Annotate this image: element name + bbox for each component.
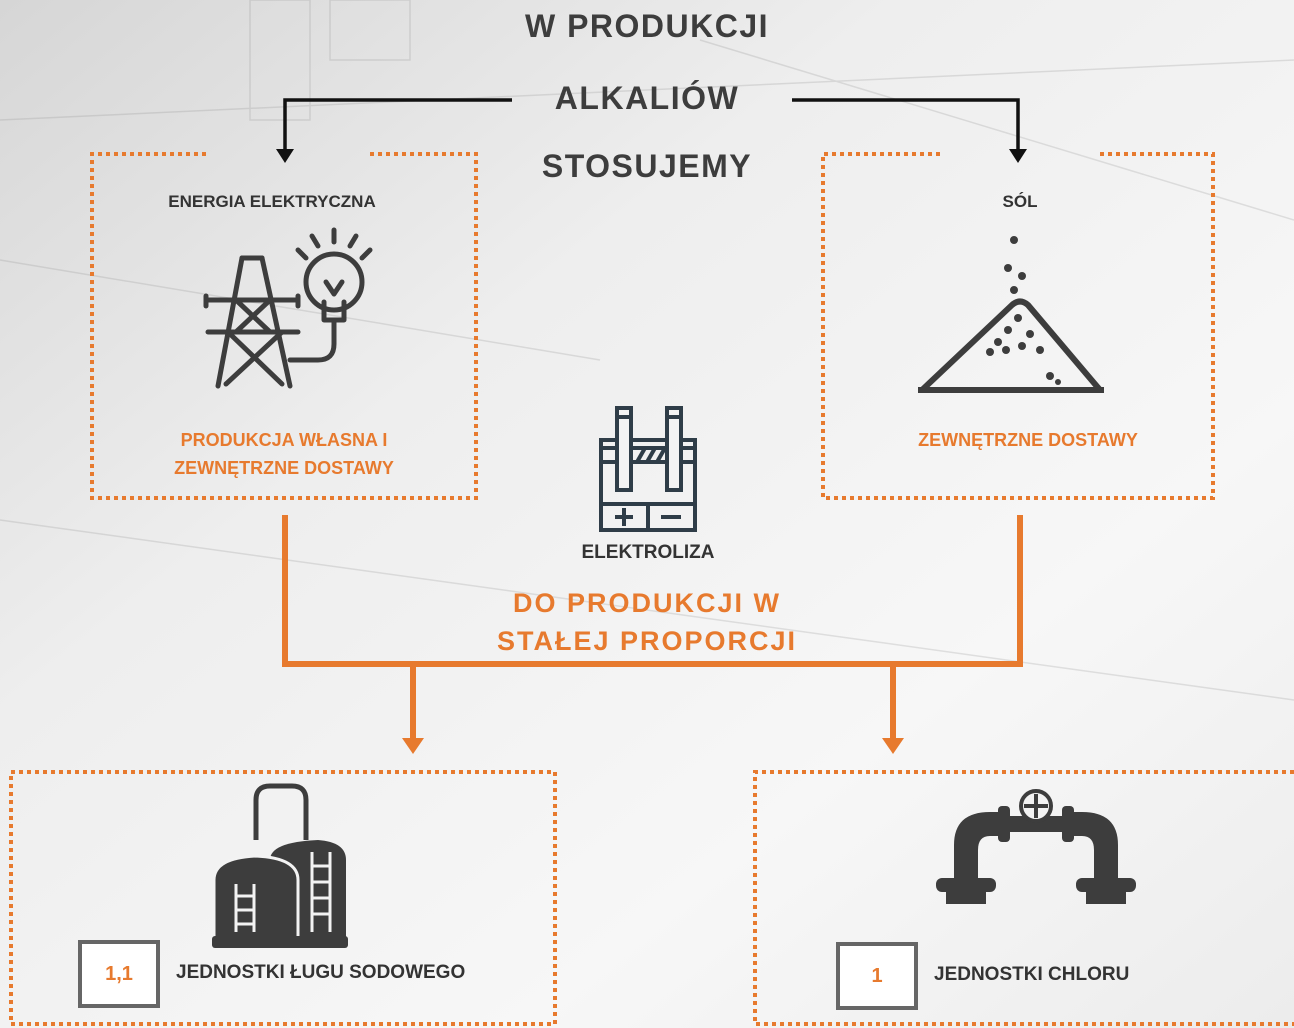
salt-label: SÓL (1002, 192, 1038, 211)
title-connector-right (792, 98, 1020, 150)
lye-unit-label: JEDNOSTKI ŁUGU SODOWEGO (176, 962, 466, 983)
energy-source-line-1: PRODUKCJA WŁASNA I (180, 430, 388, 450)
salt-pile-icon (918, 236, 1104, 393)
lye-box (9, 770, 557, 1026)
arrow-down-icon (1009, 149, 1027, 163)
title-connector-left (283, 98, 512, 150)
arrow-down-icon (882, 738, 904, 754)
title-line-1: W PRODUKCJI (524, 8, 770, 44)
salt-box (821, 152, 1215, 500)
salt-source: ZEWNĘTRZNE DOSTAWY (918, 430, 1138, 450)
title-line-2: ALKALIÓW (554, 80, 740, 116)
merge-connector (282, 515, 1023, 740)
energy-box (90, 152, 478, 500)
lye-ratio-badge: 1,1 (78, 940, 160, 1008)
chlorine-unit-label: JEDNOSTKI CHLORU (934, 964, 1130, 985)
electrolysis-cell-icon (599, 406, 697, 532)
arrow-down-icon (402, 738, 424, 754)
proportion-line-1: DO PRODUKCJI W (512, 588, 781, 618)
title-line-3: STOSUJEMY (541, 148, 753, 184)
arrow-down-icon (276, 149, 294, 163)
electrolysis-label: ELEKTROLIZA (581, 542, 715, 563)
chlorine-ratio-badge: 1 (836, 942, 918, 1010)
proportion-line-2: STAŁEJ PROPORCJI (496, 626, 798, 656)
energy-label: ENERGIA ELEKTRYCZNA (168, 192, 376, 211)
pipe-valve-icon (936, 789, 1136, 904)
chlorine-box (753, 770, 1294, 1026)
energy-source-line-2: ZEWNĘTRZNE DOSTAWY (174, 458, 394, 478)
power-tower-bulb-icon (203, 227, 373, 389)
storage-tanks-icon (212, 783, 348, 948)
